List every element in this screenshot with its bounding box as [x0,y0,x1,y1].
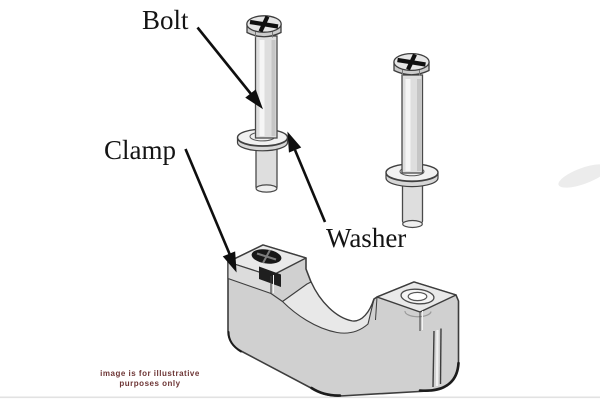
shaft-highlight [405,79,411,171]
bolt-tip [255,184,278,193]
scan-artifacts [0,164,600,399]
disclaimer-line1: image is for illustrative [100,369,200,378]
clamp-slot-edge [432,330,435,388]
bottom-edge-shadow [227,331,242,353]
washer-rim [385,172,439,188]
clamp-slot-gap [435,329,439,387]
shaft-shade [271,40,276,136]
phillips-recess [406,53,417,71]
bolt-tip [402,219,423,229]
washer-label: Washer [326,223,407,253]
washer-rim [236,137,289,152]
clamp-right-hole-inner [407,291,428,302]
bolt-callout-arrow [196,26,263,110]
disclaimer-line2: purposes only [119,378,181,388]
clamp-label: Clamp [104,135,176,165]
front-top-edge [270,293,283,302]
bolt-label: Bolt [142,5,189,35]
bolt-left-illustration [236,15,289,193]
clamp-counterbore-arc [404,310,432,318]
clamp-illustration [227,244,460,397]
shaft-shade [417,79,421,171]
hole-thread-glint [262,249,271,264]
bolt-right-illustration [385,52,439,229]
bottom-edge-shadow [310,386,342,397]
shaft-highlight [259,40,265,136]
right-boss-edge [375,296,378,321]
disclaimer-text: image is for illustrative purposes only [50,369,250,388]
clamp-callout-arrow [184,148,237,273]
phillips-recess [258,15,270,33]
clamp-slot-edge [439,328,442,385]
clamp-left-shadow-patch [259,266,281,287]
washer-callout-arrow [287,131,327,223]
callout-arrows [184,26,327,273]
bottom-edge-shadow [418,361,460,392]
clamp-saddle-surface [281,281,375,334]
